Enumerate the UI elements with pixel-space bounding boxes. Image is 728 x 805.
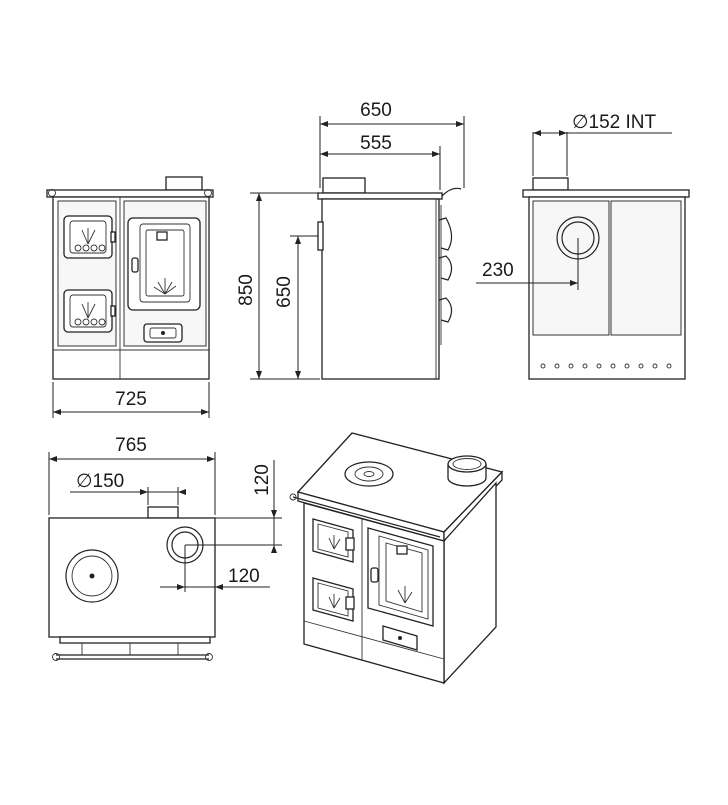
rear-flue-offset-dimension: 230 [476,238,579,290]
top-view: 765 ∅150 120 120 [48,435,282,661]
front-firebox-door [127,217,201,311]
top-front-rail [52,636,213,661]
front-top-plate [46,189,214,198]
rear-view: ∅152 INT 230 [476,112,690,380]
side-flue-stub [322,177,366,194]
side-flue-height-dimension: 650 [274,235,318,379]
side-door-handles [438,187,462,345]
front-width-dimension: 725 [52,382,210,418]
rear-flue-stub [532,177,569,191]
side-flue-outlet [317,221,324,251]
top-flue-offset-side-dimension: 120 [160,545,270,592]
side-depth-dimension-body: 555 [320,133,441,190]
iso-lower-ash-door [312,577,355,622]
front-width-label: 725 [115,389,147,410]
rear-flue-offset-label: 230 [482,260,514,281]
top-flue-stub [147,506,179,519]
side-depth-total-label: 650 [360,100,392,121]
iso-air-damper [382,625,418,651]
side-flue-height-label: 650 [274,276,295,308]
top-body [48,517,216,638]
top-flue-offset-depth-dimension: 120 [185,460,282,553]
isometric-view [289,432,504,685]
front-air-damper [143,323,183,343]
top-flue-diameter-dimension: ∅150 [70,471,186,505]
side-depth-body-label: 555 [360,133,392,154]
front-lower-ash-door [63,289,116,333]
front-view: 725 [46,176,214,418]
rear-top-plate [522,189,690,198]
side-body [321,198,440,380]
rear-left-panel [532,200,610,336]
top-cooking-ring [65,549,119,603]
side-top-plate [317,192,443,200]
top-flue-offset-side-label: 120 [228,566,260,587]
rear-vent-holes [540,363,672,369]
side-depth-dimension-total: 650 [319,100,465,188]
front-upper-ash-door [63,215,116,259]
top-flue-offset-depth-label: 120 [252,464,273,496]
rear-right-panel [610,200,682,336]
iso-flue-pipe [447,455,487,487]
side-height-total-label: 850 [236,274,257,306]
top-flue-diameter-label: ∅150 [76,471,124,492]
rear-flue-diameter-dimension: ∅152 INT [532,112,672,176]
iso-upper-ash-door [312,518,355,563]
front-flue-stub [165,176,203,191]
top-width-label: 765 [115,435,147,456]
iso-firebox-door [367,527,434,627]
rear-flue-diameter-label: ∅152 INT [572,112,657,133]
side-view: 650 555 850 650 [236,100,465,380]
top-width-dimension: 765 [48,435,216,515]
side-height-dimension-total: 850 [236,192,320,380]
